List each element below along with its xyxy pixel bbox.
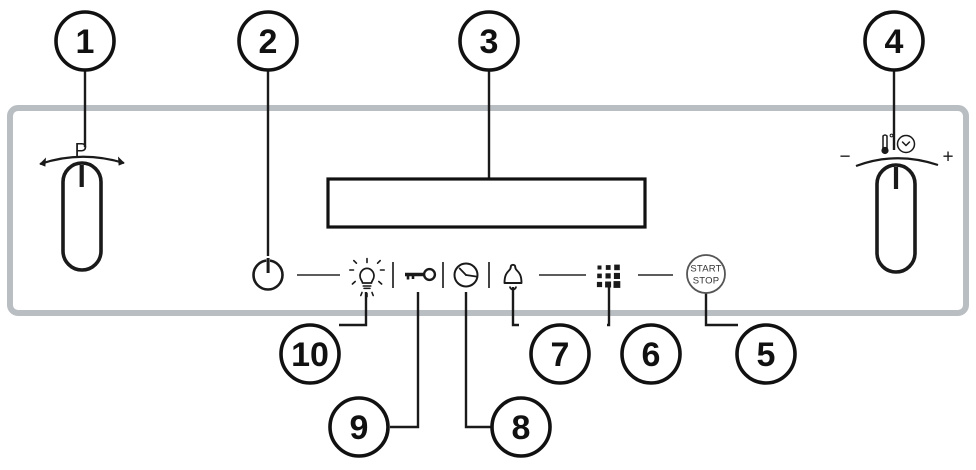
callout-2: 2	[237, 10, 299, 72]
callout-7: 7	[529, 323, 591, 385]
key-teeth	[406, 274, 415, 280]
display-screen	[326, 177, 647, 229]
leader-line-8	[464, 292, 493, 429]
temperature-knob-pointer	[893, 167, 899, 189]
level-cell-5	[605, 273, 611, 279]
program-selector-knob[interactable]: P	[39, 141, 125, 272]
callout-6-number: 6	[642, 336, 661, 374]
stop-label: STOP	[693, 276, 720, 287]
clock-hand-minute	[465, 274, 477, 278]
callout-6-circle	[620, 323, 682, 385]
timer-clock-icon	[896, 134, 916, 154]
callout-10-number: 10	[291, 336, 329, 374]
callout-2-circle	[237, 10, 299, 72]
temperature-time-knob[interactable]: − +	[839, 133, 954, 274]
clock-button[interactable]	[453, 262, 479, 288]
callout-6: 6	[620, 323, 682, 385]
power-button[interactable]	[252, 256, 284, 291]
start-stop-ring[interactable]	[686, 254, 726, 294]
power-icon-bar	[266, 258, 270, 273]
callout-7-circle	[529, 323, 591, 385]
callout-8: 8	[490, 396, 552, 458]
callout-1-circle	[54, 10, 116, 72]
plus-label: +	[942, 147, 953, 168]
level-cell-1	[597, 265, 602, 270]
bell-clapper	[509, 286, 517, 291]
leader-line-10	[339, 292, 368, 327]
child-lock-button[interactable]	[405, 267, 437, 282]
callout-5-circle	[735, 323, 797, 385]
callouts: 1 2 3 4 5 6	[54, 10, 925, 458]
callout-4-number: 4	[885, 23, 904, 61]
start-stop-button[interactable]: START STOP	[686, 254, 726, 294]
knob-arc-right	[855, 157, 939, 168]
callout-1-number: 1	[76, 23, 95, 61]
lamp-bulb	[359, 267, 375, 284]
callout-3-number: 3	[480, 23, 499, 61]
level-cell-7	[596, 281, 603, 288]
callout-10: 10	[279, 323, 341, 385]
leader-line-6	[607, 287, 611, 327]
start-label: START	[690, 264, 721, 275]
callout-2-number: 2	[259, 23, 278, 61]
callout-5: 5	[735, 323, 797, 385]
arrow-right-icon	[118, 156, 125, 166]
callout-7-number: 7	[551, 336, 570, 374]
callout-9-number: 9	[350, 409, 369, 447]
display	[326, 177, 647, 229]
arrow-left-icon	[39, 157, 46, 167]
program-knob-body[interactable]	[61, 161, 103, 272]
program-knob-label: P	[75, 141, 88, 162]
callout-1: 1	[54, 10, 116, 72]
callout-5-number: 5	[757, 336, 776, 374]
minus-label: −	[839, 147, 850, 168]
level-cell-6	[613, 272, 620, 279]
callout-4: 4	[863, 10, 925, 72]
program-knob-pointer	[79, 165, 84, 187]
leader-lines	[83, 69, 896, 429]
leader-line-9	[390, 292, 420, 429]
callout-4-circle	[863, 10, 925, 72]
callout-8-circle	[490, 396, 552, 458]
callout-10-circle	[279, 323, 341, 385]
leader-line-7	[511, 287, 519, 327]
oven-light-button[interactable]	[349, 257, 385, 298]
leader-line-5	[704, 287, 738, 327]
thermometer-icon	[881, 133, 894, 155]
minute-minder-button[interactable]	[503, 263, 523, 291]
lamp-rays	[349, 257, 385, 298]
lamp-base	[362, 285, 372, 290]
callout-9: 9	[328, 396, 390, 458]
callout-8-number: 8	[512, 409, 531, 447]
level-cell-2	[605, 265, 611, 270]
level-cell-4	[597, 273, 602, 279]
knob-arc-left	[39, 155, 125, 166]
level-cell-9	[613, 281, 621, 288]
clock-hand-hour	[458, 267, 467, 276]
bell-body	[503, 263, 523, 284]
callout-3-circle	[458, 10, 520, 72]
temperature-knob-body[interactable]	[875, 163, 917, 274]
level-cell-3	[614, 264, 620, 271]
power-level-button[interactable]	[596, 264, 621, 288]
callout-9-circle	[328, 396, 390, 458]
callout-3: 3	[458, 10, 520, 72]
key-bow	[422, 267, 437, 282]
level-cell-8	[605, 281, 612, 288]
